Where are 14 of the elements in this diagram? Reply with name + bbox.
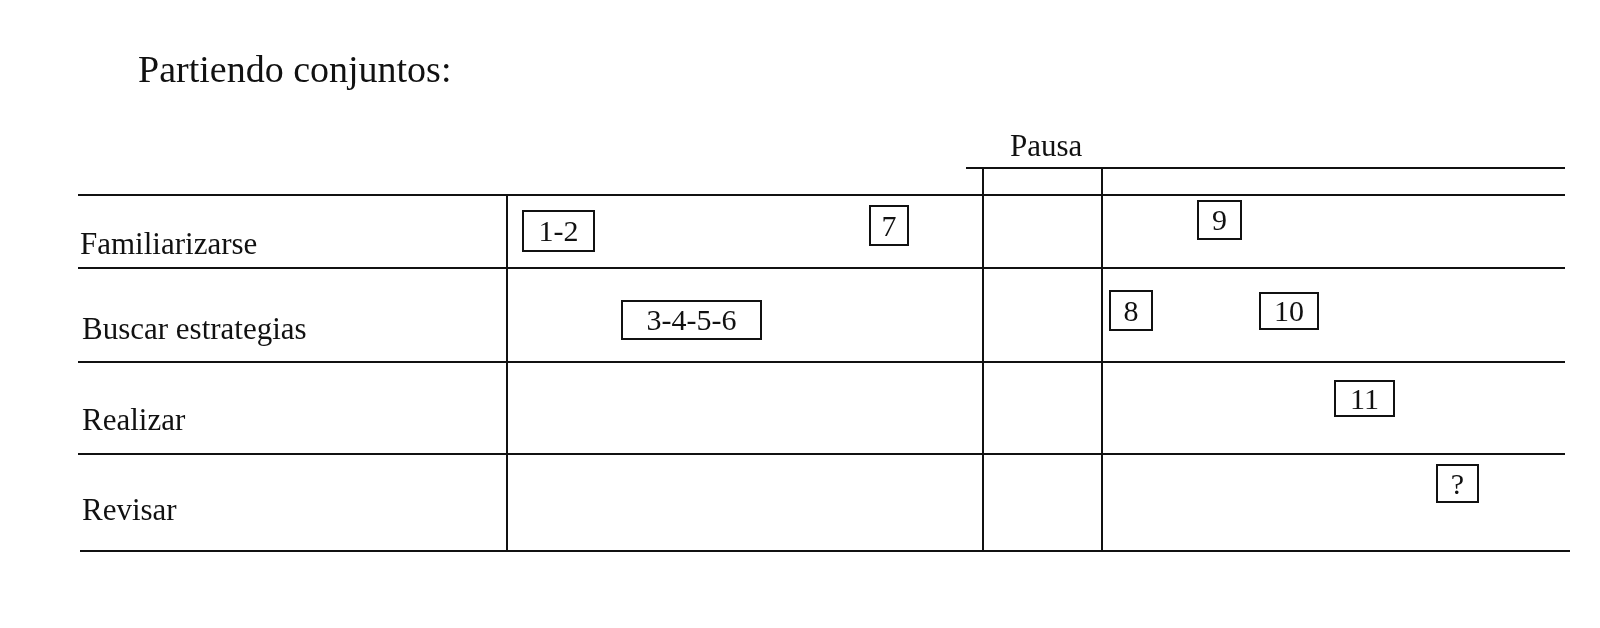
boxed-number: 11 — [1334, 380, 1395, 417]
row-label: Revisar — [82, 494, 177, 525]
column-header: Pausa — [1010, 130, 1083, 161]
boxed-number: 3-4-5-6 — [621, 300, 762, 340]
boxed-number: 1-2 — [522, 210, 595, 252]
title: Partiendo conjuntos: — [138, 50, 452, 88]
boxed-number: 10 — [1259, 292, 1319, 330]
row-label: Buscar estrategias — [82, 313, 307, 344]
boxed-number: 7 — [869, 205, 909, 246]
row-label: Familiarizarse — [80, 228, 258, 259]
boxed-number: 9 — [1197, 200, 1242, 240]
boxed-number: 8 — [1109, 290, 1153, 331]
boxed-number: ? — [1436, 464, 1479, 503]
row-label: Realizar — [82, 404, 186, 435]
